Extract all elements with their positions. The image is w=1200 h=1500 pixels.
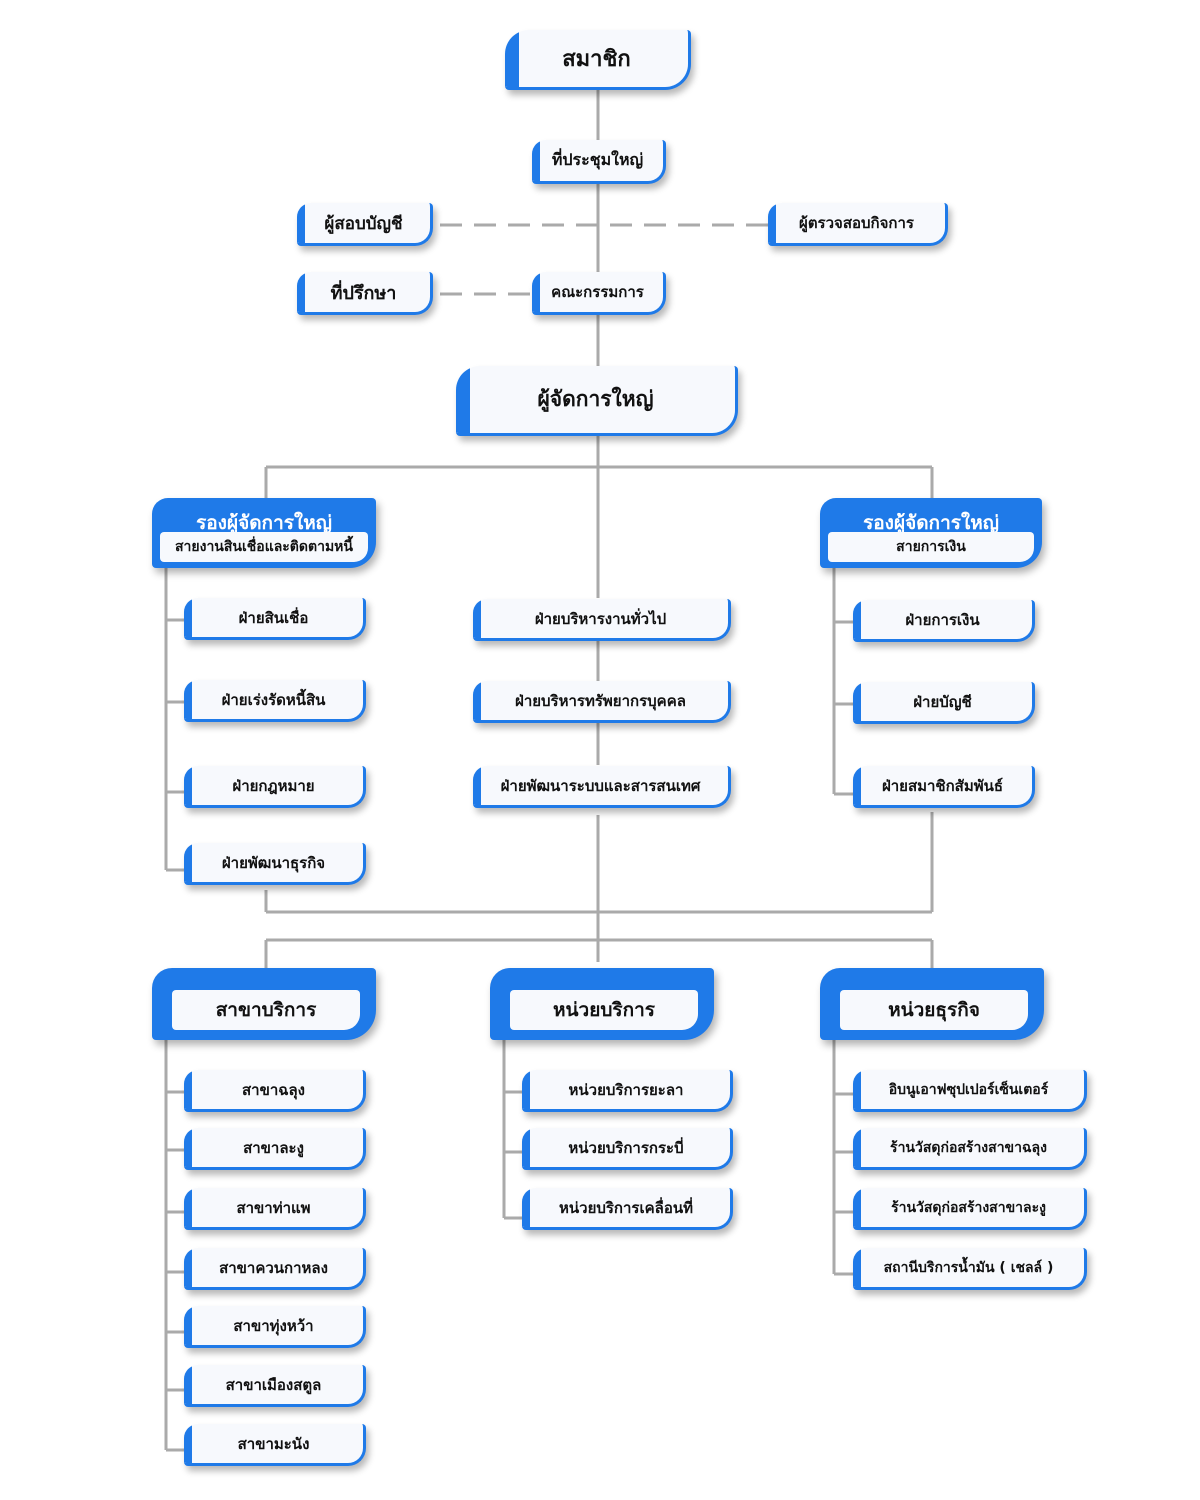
branch-item: สาขาฉลุง: [184, 1070, 366, 1112]
right-department: ฝ่ายบัญชี: [853, 682, 1035, 724]
auditor-box: ผู้สอบบัญชี: [297, 203, 433, 246]
right-department-label: ฝ่ายการเงิน: [905, 610, 980, 629]
service-unit-label: หน่วยบริการเคลื่อนที่: [559, 1198, 693, 1217]
left-department-label: ฝ่ายเร่งรัดหนี้สิน: [221, 690, 326, 709]
service-units-group: หน่วยบริการ: [490, 968, 714, 1040]
service-unit-label: หน่วยบริการกระบี่: [568, 1138, 684, 1157]
members-label: สมาชิก: [562, 47, 631, 72]
branch-item: สาขาเมืองสตูล: [184, 1365, 366, 1407]
business-inspector-label: ผู้ตรวจสอบกิจการ: [799, 214, 914, 232]
business-unit-label: ร้านวัสดุก่อสร้างสาขาละงู: [891, 1199, 1046, 1216]
business-unit-item: สถานีบริการน้ำมัน ( เชลล์ ): [853, 1248, 1087, 1290]
business-units-title: หน่วยธุรกิจ: [840, 990, 1028, 1030]
service-units-title: หน่วยบริการ: [510, 990, 698, 1030]
right-department: ฝ่ายการเงิน: [853, 600, 1035, 642]
general-meeting-label: ที่ประชุมใหญ่: [551, 150, 644, 169]
deputy-manager-credit-subtitle: สายงานสินเชื่อและติดตามหนี้: [160, 532, 368, 562]
center-department-label: ฝ่ายบริหารงานทั่วไป: [534, 609, 667, 628]
service-unit-item: หน่วยบริการเคลื่อนที่: [522, 1188, 733, 1230]
center-department-label: ฝ่ายพัฒนาระบบและสารสนเทศ: [500, 776, 701, 795]
business-units-group: หน่วยธุรกิจ: [820, 968, 1044, 1040]
left-department: ฝ่ายกฎหมาย: [184, 766, 366, 808]
deputy-manager-finance-subtitle: สายการเงิน: [828, 532, 1034, 562]
general-meeting-box: ที่ประชุมใหญ่: [532, 140, 666, 184]
center-department: ฝ่ายบริหารทรัพยากรบุคคล: [473, 681, 731, 723]
board-label: คณะกรรมการ: [551, 283, 644, 301]
right-department-label: ฝ่ายสมาชิกสัมพันธ์: [881, 776, 1004, 795]
branch-label: สาขาท่าแพ: [236, 1198, 311, 1217]
branch-item: สาขามะนัง: [184, 1424, 366, 1466]
right-department: ฝ่ายสมาชิกสัมพันธ์: [853, 766, 1035, 808]
branch-label: สาขามะนัง: [237, 1434, 310, 1453]
branch-label: สาขาเมืองสตูล: [225, 1375, 322, 1394]
left-department: ฝ่ายเร่งรัดหนี้สิน: [184, 680, 366, 722]
branch-item: สาขาควนกาหลง: [184, 1248, 366, 1290]
business-inspector-box: ผู้ตรวจสอบกิจการ: [768, 203, 948, 246]
branches-group: สาขาบริการ: [152, 968, 376, 1040]
left-department-label: ฝ่ายพัฒนาธุรกิจ: [221, 853, 326, 872]
left-department-label: ฝ่ายกฎหมาย: [232, 776, 315, 795]
deputy-manager-finance-title: รองผู้จัดการใหญ่: [863, 512, 999, 534]
general-manager-label: ผู้จัดการใหญ่: [537, 387, 654, 411]
branch-label: สาขาควนกาหลง: [219, 1258, 328, 1277]
auditor-label: ผู้สอบบัญชี: [324, 213, 403, 234]
general-manager-box: ผู้จัดการใหญ่: [456, 366, 738, 436]
left-department: ฝ่ายสินเชื่อ: [184, 598, 366, 640]
service-unit-label: หน่วยบริการยะลา: [568, 1080, 684, 1099]
center-department: ฝ่ายพัฒนาระบบและสารสนเทศ: [473, 766, 731, 808]
branch-item: สาขาละงู: [184, 1128, 366, 1170]
branch-item: สาขาท่าแพ: [184, 1188, 366, 1230]
center-department-label: ฝ่ายบริหารทรัพยากรบุคคล: [515, 691, 686, 710]
board-box: คณะกรรมการ: [532, 272, 666, 315]
business-unit-item: ร้านวัสดุก่อสร้างสาขาละงู: [853, 1188, 1087, 1230]
service-unit-item: หน่วยบริการยะลา: [522, 1070, 733, 1112]
deputy-manager-finance: รองผู้จัดการใหญ่ สายการเงิน: [820, 498, 1042, 568]
business-unit-label: อิบนูเอาฟซุปเปอร์เซ็นเตอร์: [888, 1081, 1049, 1098]
members-box: สมาชิก: [505, 30, 691, 90]
center-department: ฝ่ายบริหารงานทั่วไป: [473, 599, 731, 641]
business-unit-label: ร้านวัสดุก่อสร้างสาขาฉลุง: [890, 1139, 1047, 1156]
deputy-manager-credit: รองผู้จัดการใหญ่ สายงานสินเชื่อและติดตาม…: [152, 498, 376, 568]
branch-item: สาขาทุ่งหว้า: [184, 1306, 366, 1348]
branch-label: สาขาทุ่งหว้า: [233, 1316, 314, 1335]
advisor-label: ที่ปรึกษา: [330, 282, 397, 304]
business-unit-item: อิบนูเอาฟซุปเปอร์เซ็นเตอร์: [853, 1070, 1087, 1112]
deputy-manager-credit-title: รองผู้จัดการใหญ่: [196, 512, 332, 534]
branches-title: สาขาบริการ: [172, 990, 360, 1030]
service-unit-item: หน่วยบริการกระบี่: [522, 1128, 733, 1170]
business-unit-item: ร้านวัสดุก่อสร้างสาขาฉลุง: [853, 1128, 1087, 1170]
right-department-label: ฝ่ายบัญชี: [913, 692, 972, 711]
business-unit-label: สถานีบริการน้ำมัน ( เชลล์ ): [883, 1259, 1054, 1276]
branch-label: สาขาฉลุง: [242, 1080, 305, 1099]
advisor-box: ที่ปรึกษา: [297, 272, 433, 315]
left-department: ฝ่ายพัฒนาธุรกิจ: [184, 843, 366, 885]
branch-label: สาขาละงู: [243, 1138, 304, 1157]
left-department-label: ฝ่ายสินเชื่อ: [238, 608, 309, 627]
